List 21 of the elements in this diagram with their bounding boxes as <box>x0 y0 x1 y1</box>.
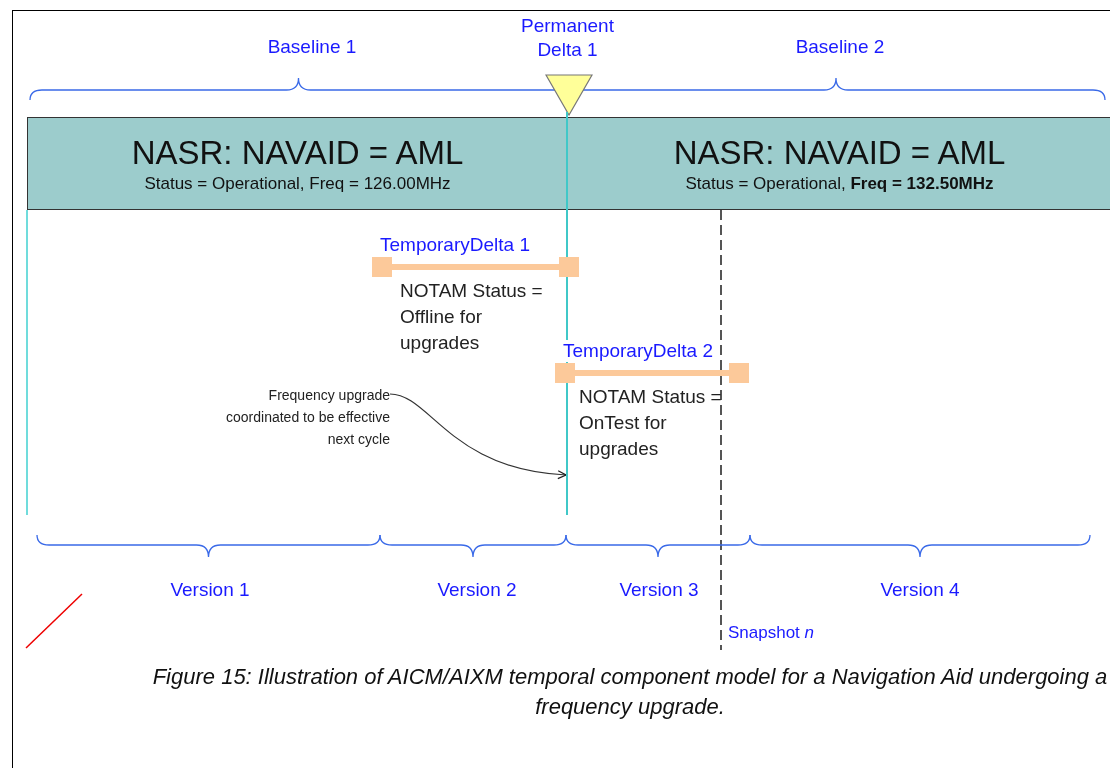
note-text: Frequency upgrade coordinated to be effective next cycle <box>222 384 390 454</box>
delta-label: TemporaryDelta 2 <box>563 340 713 362</box>
status-band <box>27 117 568 210</box>
notam-text: NOTAM Status = Offline for upgrades <box>400 279 544 355</box>
band-subtitle: Status = Operational, Freq = 132.50MHz <box>685 172 994 195</box>
timeline-label: Version 3 <box>618 579 700 601</box>
timeline-label: Baseline 2 <box>794 36 886 58</box>
delta-label: Permanent Delta 1 <box>520 14 615 62</box>
timeline-label: Snapshot n <box>728 622 815 644</box>
timeline-label: Baseline 1 <box>266 36 358 58</box>
status-band <box>567 117 1110 210</box>
leader-arrow <box>389 393 567 479</box>
timeline-label: Version 1 <box>169 579 251 601</box>
band-title: NASR: NAVAID = AML <box>673 132 1006 173</box>
notam-text: NOTAM Status = OnTest for upgrades <box>579 385 723 461</box>
timeline-line <box>566 112 568 515</box>
band-subtitle: Status = Operational, Freq = 126.00MHz <box>144 172 451 195</box>
timeline-label: Version 2 <box>436 579 518 601</box>
band-title: NASR: NAVAID = AML <box>131 132 464 173</box>
figure-caption: Figure 15: Illustration of AICM/AIXM temporal component model for a Navigation Aid undergoing a frequency upgrade. <box>151 663 1109 721</box>
timeline-label: Version 4 <box>879 579 961 601</box>
